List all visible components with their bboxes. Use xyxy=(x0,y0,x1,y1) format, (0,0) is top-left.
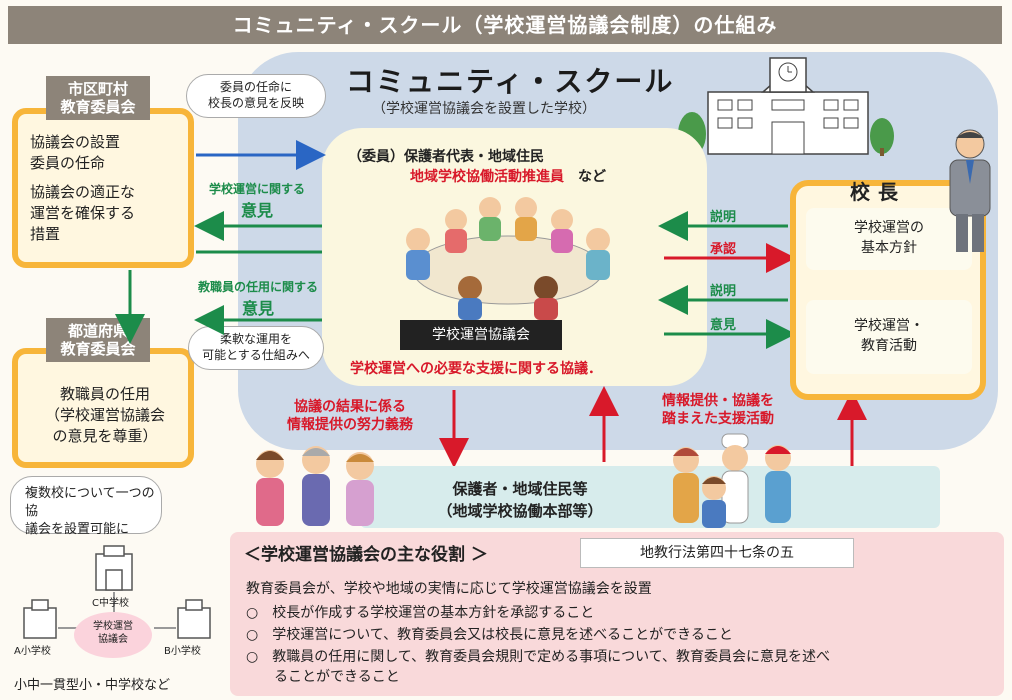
council-line: 協議会 xyxy=(98,634,128,645)
city-board-item: 措置 xyxy=(30,225,61,243)
bubble-line: 柔軟な運用を xyxy=(219,332,292,346)
pref-board-header-line2: 教育委員会 xyxy=(60,340,136,358)
pref-board-body: 教職員の任用 （学校運営協議会 の意見を尊重） xyxy=(30,384,180,447)
roles-title: ＜学校運営協議会の主な役割 ＞ xyxy=(244,545,488,565)
council-label: 学校運営協議会 xyxy=(400,320,562,350)
pref-board-item: の意見を尊重） xyxy=(52,427,158,445)
school-ops-opinion-label: 学校運営に関する 意見 xyxy=(198,180,316,221)
council-line: 学校運営 xyxy=(93,621,133,632)
opinion-label: 意見 xyxy=(710,318,737,333)
community-school-subtitle: （学校運営協議会を設置した学校） xyxy=(372,101,596,117)
appoint-bubble: 委員の任命に 校長の意見を反映 xyxy=(186,74,326,118)
council-members-coordinator: 地域学校協働活動推進員など xyxy=(410,166,606,186)
pref-board-header-line1: 都道府県 xyxy=(67,322,128,340)
activities-box: 学校運営・ 教育活動 xyxy=(806,300,972,374)
city-board-box xyxy=(12,108,194,268)
label-line: 学校運営に関する xyxy=(208,182,305,196)
pref-board-item: （学校運営協議会 xyxy=(44,406,165,424)
bubble-line: 委員の任命に xyxy=(219,80,292,94)
role-item: ○ 学校運営について、教育委員会又は校長に意見を述べることができること xyxy=(246,627,733,643)
bubble-line: 複数校について一つの協 xyxy=(25,486,155,519)
community-line: （地域学校協働本部等） xyxy=(437,502,603,520)
info-duty-label: 協議の結果に係る 情報提供の努力義務 xyxy=(270,398,430,434)
principal-person-icon xyxy=(949,129,991,252)
explain2-label: 説明 xyxy=(710,284,737,299)
policy-line: 学校運営の xyxy=(854,220,924,236)
community-line: 保護者・地域住民等 xyxy=(452,480,588,498)
residents-left-icon xyxy=(256,446,374,526)
pref-board-item: 教職員の任用 xyxy=(59,385,150,403)
bubble-line: 校長の意見を反映 xyxy=(207,96,304,110)
activities-line: 学校運営・ xyxy=(854,318,924,334)
policy-box: 学校運営の 基本方針 xyxy=(806,208,972,270)
page-title: コミュニティ・スクール（学校運営協議会制度）の仕組み xyxy=(8,6,1002,44)
city-board-header-line2: 教育委員会 xyxy=(60,98,136,116)
city-board-header: 市区町村 教育委員会 xyxy=(46,76,150,120)
school-b-label: B小学校 xyxy=(164,646,201,657)
city-board-item: 協議会の適正な xyxy=(30,183,136,201)
city-board-item: 委員の任命 xyxy=(30,154,106,172)
policy-text: 学校運営の 基本方針 xyxy=(806,208,972,258)
school-a-label: A小学校 xyxy=(14,646,51,657)
approve-label: 承認 xyxy=(710,242,737,257)
residents-right-icon xyxy=(673,433,791,528)
roles-intro: 教育委員会が、学校や地域の実情に応じて学校運営協議会を設置 xyxy=(246,581,652,597)
community-label: 保護者・地域住民等 （地域学校協働本部等） xyxy=(420,478,620,522)
label-line: 情報提供・協議を xyxy=(662,393,774,409)
school-building-icon xyxy=(678,57,894,156)
label-line: 意見 xyxy=(240,201,273,220)
coordinator-label: 地域学校協働活動推進員 xyxy=(410,169,564,185)
bubble-line: 議会を設置可能に xyxy=(25,522,130,537)
law-reference: 地教行法第四十七条の五 xyxy=(580,538,854,568)
pref-board-box xyxy=(12,348,194,468)
principal-title: 校長 xyxy=(850,180,906,204)
staff-opinion-label: 教職員の任用に関する 意見 xyxy=(194,278,322,319)
shared-council-circle: 学校運営 協議会 xyxy=(74,612,152,658)
school-network-footer: 小中一貫型小・中学校など xyxy=(14,678,171,693)
multi-school-bubble: 複数校について一つの協 議会を設置可能に xyxy=(10,476,162,537)
bubble-line: 可能とする仕組みへ xyxy=(202,348,310,362)
school-network-icon xyxy=(23,545,211,639)
label-line: 教職員の任用に関する xyxy=(197,280,318,294)
community-school-title: コミュニティ・スクール xyxy=(346,65,675,98)
role-item: ○ 校長が作成する学校運営の基本方針を承認すること xyxy=(246,605,595,621)
support-label: 情報提供・協議を 踏まえた支援活動 xyxy=(638,392,798,428)
etc-label: など xyxy=(578,169,606,185)
meeting-people-icon xyxy=(406,197,610,320)
community-strip xyxy=(360,466,940,528)
explain1-label: 説明 xyxy=(710,210,737,225)
label-line: 協議の結果に係る xyxy=(294,399,406,415)
role-item: ることができること xyxy=(246,669,400,685)
council-members: （委員）保護者代表・地域住民 xyxy=(348,149,544,165)
label-line: 踏まえた支援活動 xyxy=(662,411,774,427)
activities-text: 学校運営・ 教育活動 xyxy=(806,300,972,356)
city-board-item: 協議会の設置 xyxy=(30,133,121,151)
activities-line: 教育活動 xyxy=(861,338,917,354)
role-item: ○ 教職員の任用に関して、教育委員会規則で定める事項について、教育委員会に意見を… xyxy=(246,649,830,665)
city-board-header-line1: 市区町村 xyxy=(67,80,128,98)
city-board-item: 運営を確保する xyxy=(30,204,136,222)
policy-line: 基本方針 xyxy=(861,240,917,256)
label-line: 情報提供の努力義務 xyxy=(287,417,413,433)
school-c-label: C中学校 xyxy=(92,598,129,609)
council-discussion: 学校運営への必要な支援に関する協議． xyxy=(350,361,602,377)
label-line: 意見 xyxy=(241,299,274,318)
city-board-body: 協議会の設置 委員の任命 協議会の適正な 運営を確保する 措置 xyxy=(30,132,135,245)
